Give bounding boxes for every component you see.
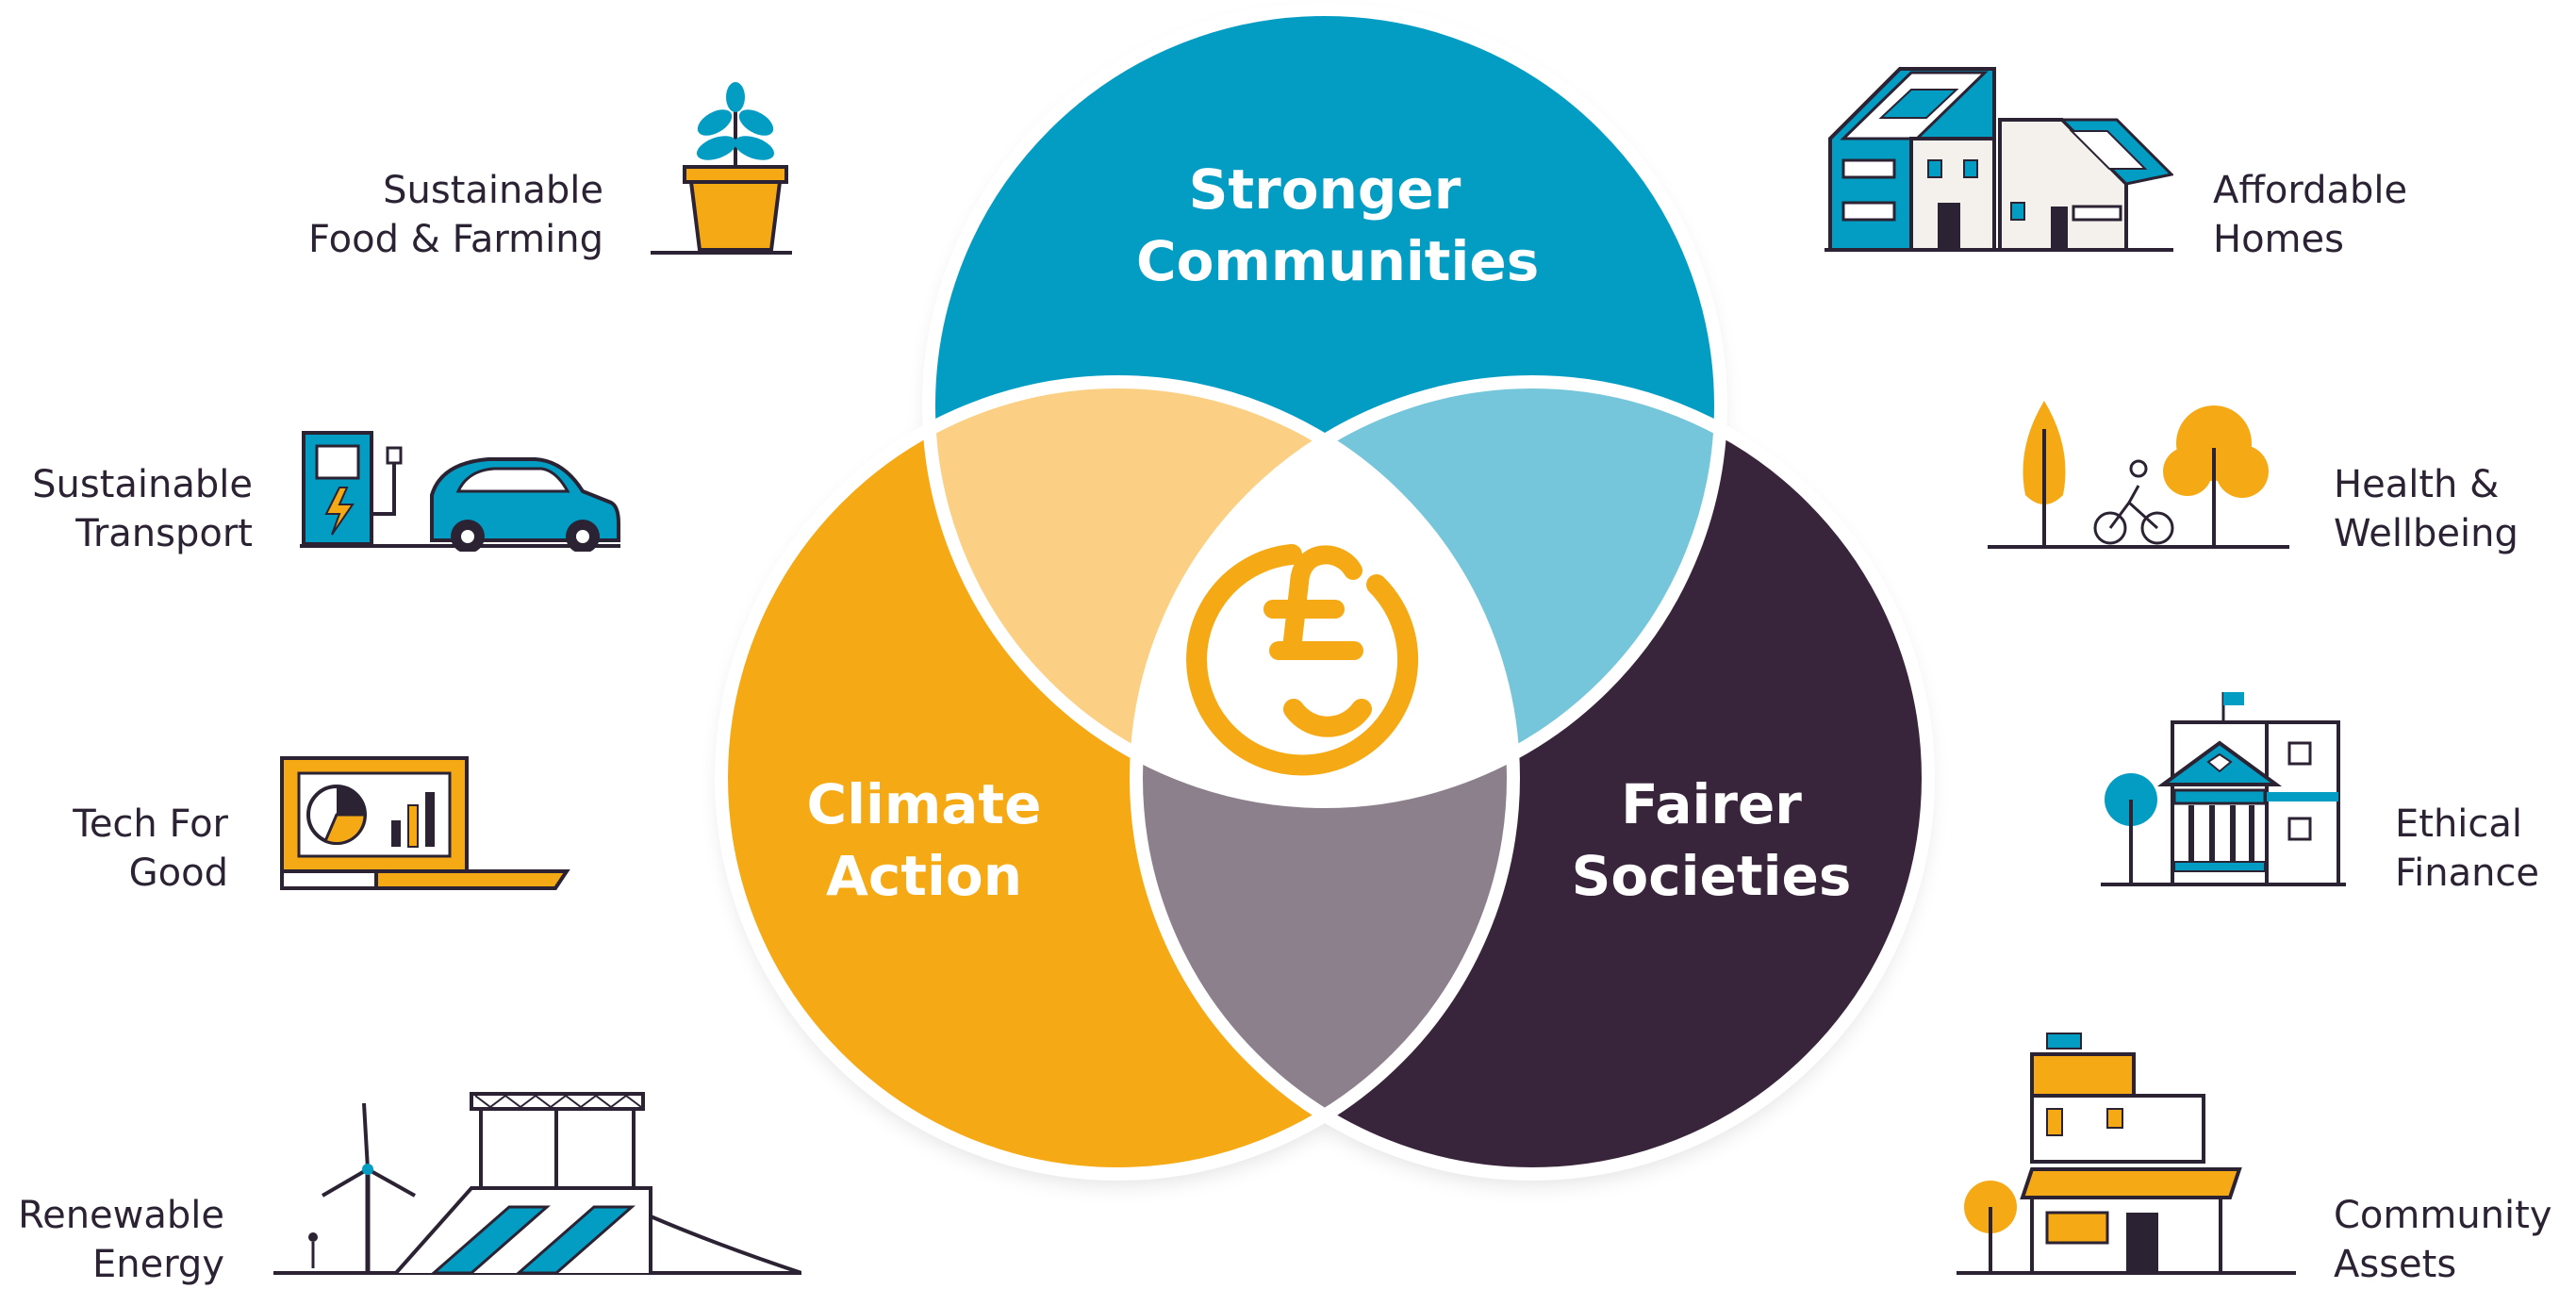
item-label-line: Good [128,851,228,895]
item-label-line: Finance [2395,851,2540,895]
item-community-assets: Community Assets [2334,1191,2569,1289]
item-label-line: Wellbeing [2334,512,2518,555]
item-ethical-finance: Ethical Finance [2395,800,2565,898]
venn-label-line: Action [825,844,1022,908]
item-label-line: Transport [75,512,253,555]
item-affordable-homes: Affordable Homes [2213,166,2515,264]
laptop-chart-icon [280,756,570,890]
item-label-line: Tech For [73,802,228,846]
item-renewable-energy: Renewable Energy [0,1191,224,1289]
item-label-line: Sustainable [383,169,603,212]
item-label-line: Community [2334,1194,2552,1237]
item-label-line: Homes [2213,218,2344,261]
item-health-wellbeing: Health & Wellbeing [2334,460,2560,558]
item-tech-for-good: Tech For Good [0,800,228,898]
item-label-line: Assets [2334,1243,2457,1286]
venn-label-line: Fairer [1621,772,1802,836]
item-label-line: Ethical [2395,802,2523,846]
item-sustainable-transport: Sustainable Transport [0,460,253,558]
venn-label-line: Stronger [1188,157,1461,222]
item-label-line: Energy [91,1243,224,1286]
item-label-line: Renewable [18,1194,224,1237]
venn-label-line: Societies [1571,844,1852,908]
item-label-line: Food & Farming [308,218,603,261]
venn-label-line: Climate [806,772,1042,836]
venn-label-line: Communities [1136,229,1540,293]
bank-building-icon [2101,692,2346,886]
venn-label-stronger-communities: Stronger Communities [1136,154,1540,297]
community-shop-icon [1957,1033,2296,1275]
solar-houses-icon [1825,67,2173,252]
item-label-line: Health & [2334,463,2500,506]
wind-hydro-energy-icon [273,1092,801,1275]
ev-charging-car-icon [300,431,620,552]
venn-label-fairer-societies: Fairer Societies [1546,768,1876,912]
trees-cyclist-icon [1988,401,2289,549]
item-label-line: Sustainable [32,463,253,506]
plant-pot-icon [651,82,792,255]
item-label-line: Affordable [2213,169,2408,212]
venn-label-climate-action: Climate Action [783,768,1065,912]
venn-center-overlap [1136,382,1513,801]
item-sustainable-food-farming: Sustainable Food & Farming [245,166,603,264]
pound-smile-logo [1186,544,1419,776]
